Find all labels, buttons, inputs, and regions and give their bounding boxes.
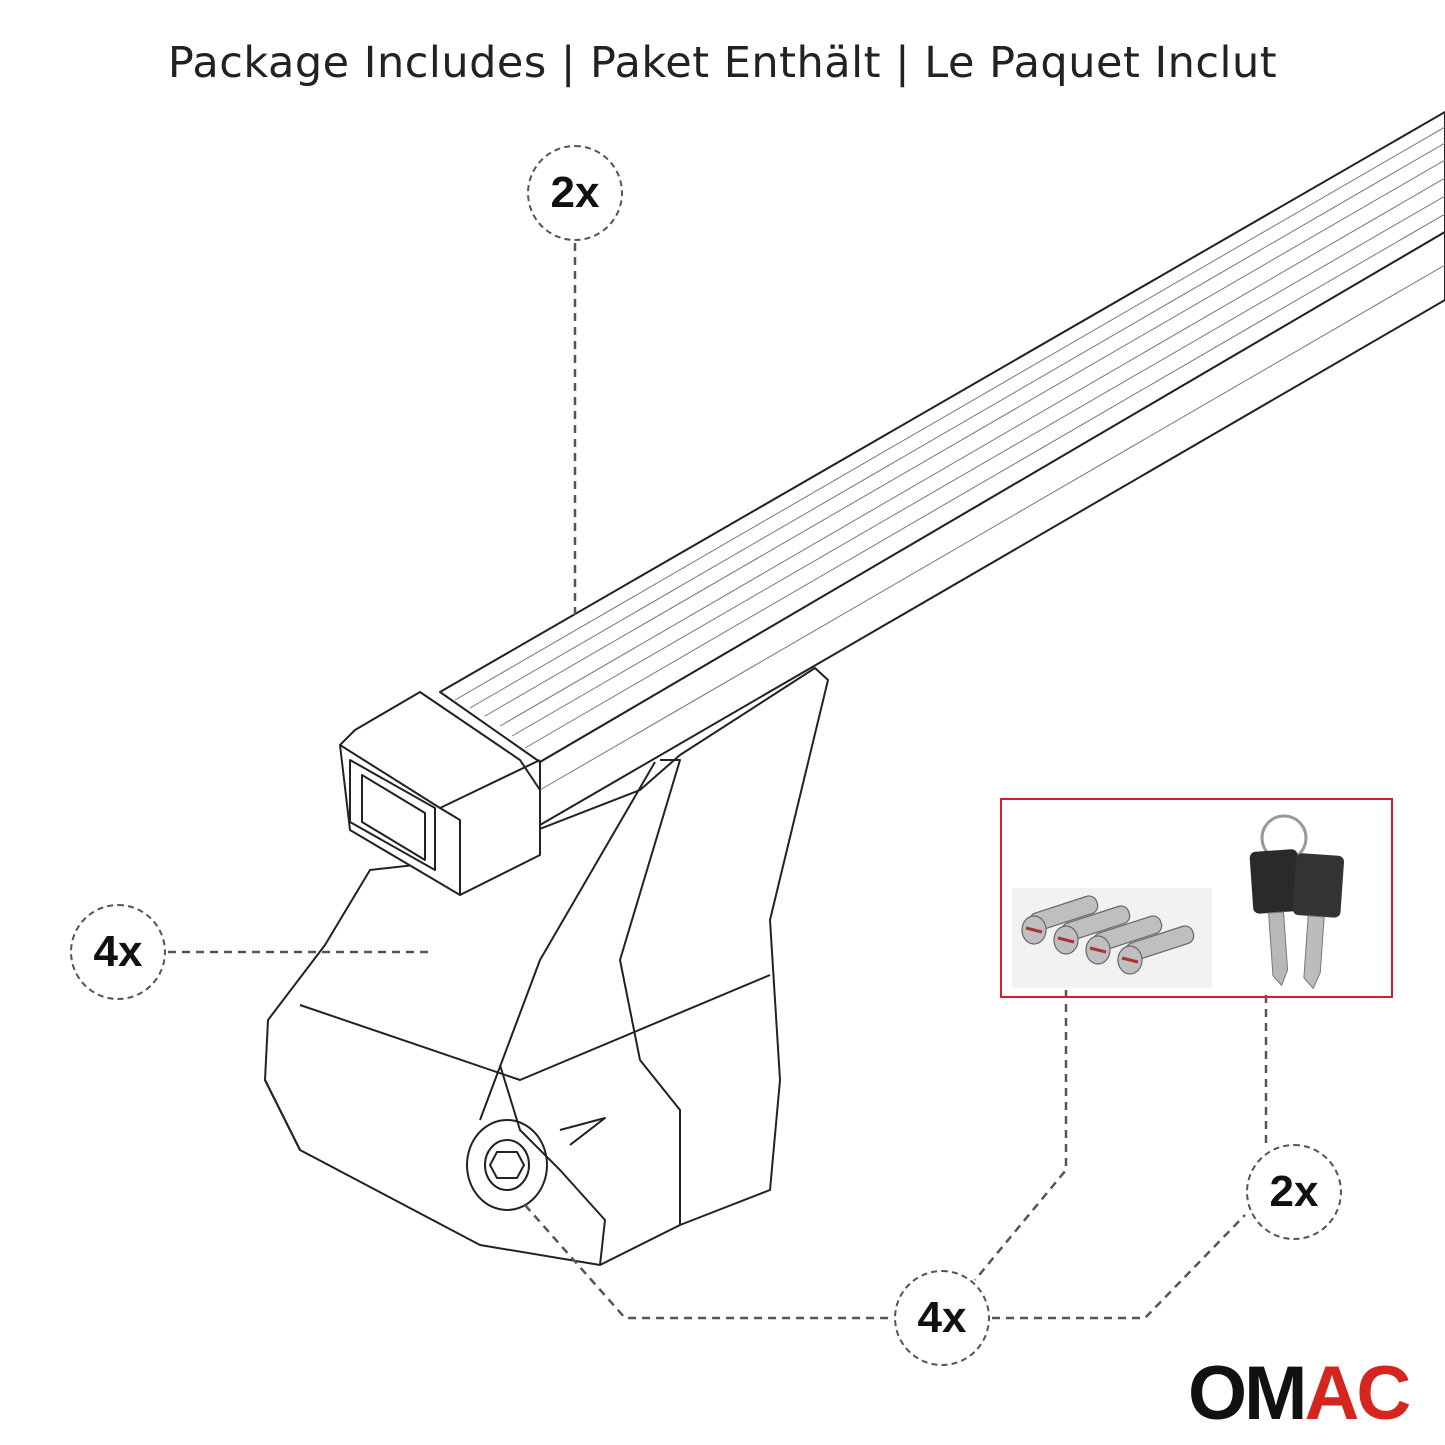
lock-cylinders-image <box>1012 888 1212 988</box>
page-title: Package Includes | Paket Enthält | Le Pa… <box>167 38 1278 88</box>
callout-lock-cylinders-quantity: 4x <box>894 1270 990 1366</box>
callout-feet-quantity: 4x <box>70 904 166 1000</box>
callout-bars-quantity: 2x <box>527 145 623 241</box>
callout-keys-quantity: 2x <box>1246 1144 1342 1240</box>
logo-text-red: AC <box>1304 1351 1411 1436</box>
keys-image <box>1249 814 1345 990</box>
omac-logo: OMAC <box>1188 1356 1411 1432</box>
logo-text-dark: OM <box>1188 1351 1307 1436</box>
lock-kit-box <box>1000 798 1393 998</box>
roof-bar <box>439 111 1445 826</box>
callout-leaders <box>168 243 1268 1320</box>
foot <box>264 667 829 1266</box>
end-cap <box>339 691 541 896</box>
